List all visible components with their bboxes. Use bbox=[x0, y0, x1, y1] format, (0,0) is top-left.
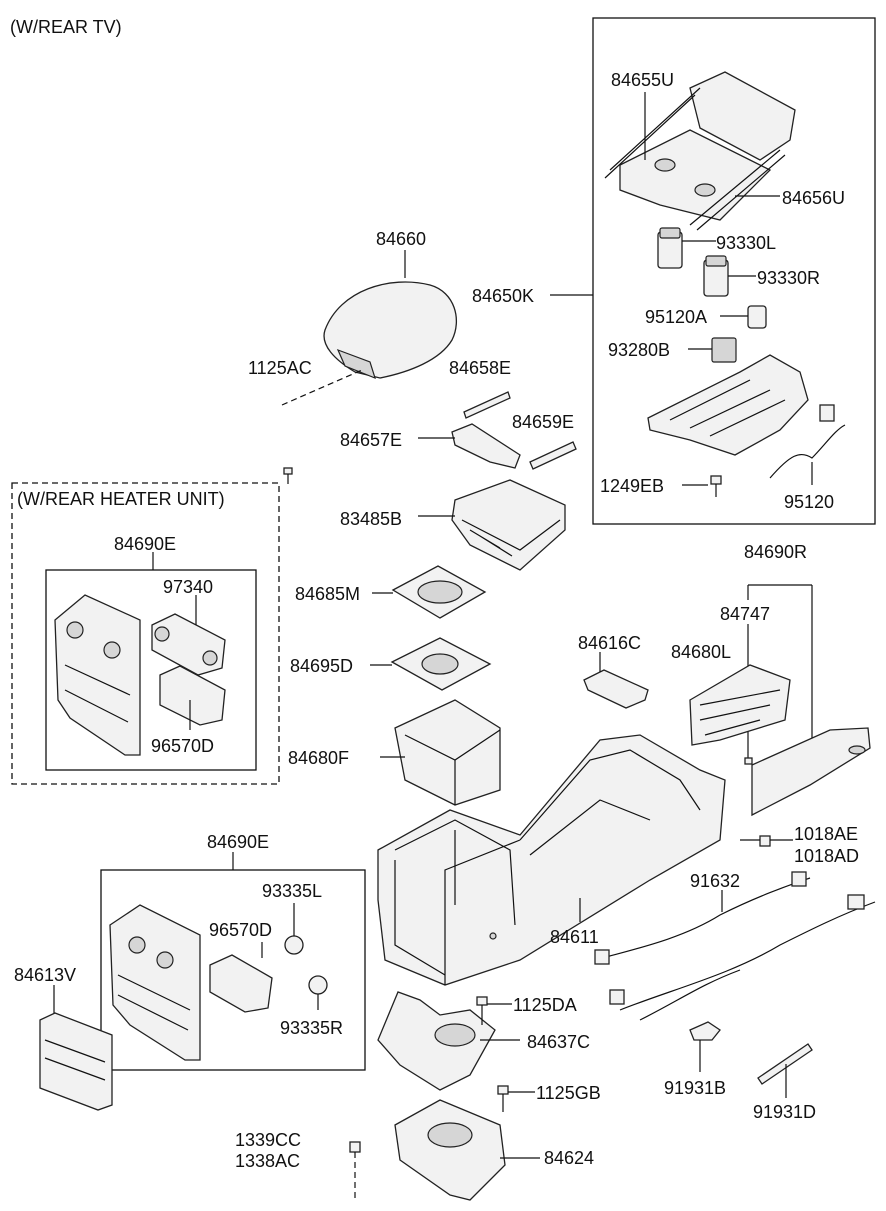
storage-box-84680F bbox=[394, 699, 501, 806]
side-trim-84690R bbox=[751, 727, 871, 817]
harness-95120-connector bbox=[819, 404, 835, 422]
dashline-1125AC bbox=[281, 369, 363, 406]
rear-tv-upper-panel bbox=[604, 71, 796, 231]
label-95120A: 95120A bbox=[645, 307, 707, 327]
label-84613V: 84613V bbox=[14, 965, 76, 985]
side-panel-84680L bbox=[689, 664, 791, 746]
label-84685M: 84685M bbox=[295, 584, 360, 604]
base-bracket-84624 bbox=[394, 1099, 506, 1201]
label-91931D: 91931D bbox=[753, 1102, 816, 1122]
strip-84659E bbox=[529, 441, 577, 470]
bolt-1125GB bbox=[497, 1085, 509, 1112]
label-95120: 95120 bbox=[784, 492, 834, 512]
label-1125AC: 1125AC bbox=[248, 358, 312, 378]
label-91632: 91632 bbox=[690, 871, 740, 891]
rear-tv-bracket bbox=[647, 354, 809, 456]
rear-heater-panel bbox=[54, 594, 141, 756]
rear-heater-dashed-box bbox=[11, 482, 280, 785]
label-93335L: 93335L bbox=[262, 881, 322, 901]
label-84637C: 84637C bbox=[527, 1032, 590, 1052]
screw-1249EB bbox=[710, 475, 722, 497]
clip-91931B bbox=[689, 1021, 721, 1041]
label-1338AC: 1338AC bbox=[235, 1151, 300, 1171]
bolt-1018AE bbox=[740, 835, 771, 847]
armrest-84660 bbox=[323, 281, 457, 380]
console-84611 bbox=[377, 734, 726, 986]
label-84690E-b: 84690E bbox=[207, 832, 269, 852]
label-84655U: 84655U bbox=[611, 70, 674, 90]
mat-84695D bbox=[390, 637, 492, 691]
control-97340 bbox=[151, 613, 226, 676]
label-84656U: 84656U bbox=[782, 188, 845, 208]
label-84680L: 84680L bbox=[671, 642, 731, 662]
label-84657E: 84657E bbox=[340, 430, 402, 450]
label-93280B: 93280B bbox=[608, 340, 670, 360]
label-84658E: 84658E bbox=[449, 358, 511, 378]
label-84624: 84624 bbox=[544, 1148, 594, 1168]
mat-84685M bbox=[391, 565, 487, 619]
label-83485B: 83485B bbox=[340, 509, 402, 529]
switch-93335R bbox=[308, 975, 328, 995]
rear-control-box bbox=[100, 869, 366, 1071]
label-84611: 84611 bbox=[550, 927, 599, 947]
label-96570D-a: 96570D bbox=[151, 736, 214, 756]
label-1125DA: 1125DA bbox=[513, 995, 577, 1015]
label-93330R: 93330R bbox=[757, 268, 820, 288]
label-96570D-b: 96570D bbox=[209, 920, 272, 940]
screw-small bbox=[283, 467, 293, 484]
label-84695D: 84695D bbox=[290, 656, 353, 676]
label-1249EB: 1249EB bbox=[600, 476, 664, 496]
label-84690R: 84690R bbox=[744, 542, 807, 562]
lid-frame-83485B bbox=[451, 479, 566, 571]
rear-tv-group-box bbox=[592, 17, 876, 525]
label-84660: 84660 bbox=[376, 229, 426, 249]
control-96570D-b bbox=[209, 954, 273, 1013]
harness-91632 bbox=[594, 871, 876, 1021]
label-84616C: 84616C bbox=[578, 633, 641, 653]
nut-1339CC bbox=[349, 1141, 361, 1153]
control-96570D-a bbox=[159, 665, 226, 726]
clip-84747 bbox=[744, 757, 753, 765]
hinge-84657E bbox=[451, 423, 521, 469]
bracket-84637C bbox=[377, 991, 496, 1091]
label-84659E: 84659E bbox=[512, 412, 574, 432]
label-84680F: 84680F bbox=[288, 748, 349, 768]
strip-84658E bbox=[463, 391, 511, 419]
switch-93335L bbox=[284, 935, 304, 955]
label-1018AD: 1018AD bbox=[794, 846, 859, 866]
bolt-1125DA bbox=[476, 996, 488, 1025]
label-1339CC: 1339CC bbox=[235, 1130, 301, 1150]
label-84690E-a: 84690E bbox=[114, 534, 176, 554]
label-1125GB: 1125GB bbox=[536, 1083, 601, 1103]
socket-95120A bbox=[747, 305, 767, 329]
header-rear-tv: (W/REAR TV) bbox=[10, 17, 122, 37]
switch-93330L bbox=[657, 227, 683, 269]
label-97340: 97340 bbox=[163, 577, 213, 597]
switch-93330R bbox=[703, 255, 729, 297]
label-93335R: 93335R bbox=[280, 1018, 343, 1038]
socket-93280B bbox=[711, 337, 737, 363]
bracket-84616C bbox=[583, 669, 649, 709]
label-84747: 84747 bbox=[720, 604, 770, 624]
clip-91931D bbox=[757, 1043, 813, 1085]
header-rear-heater: (W/REAR HEATER UNIT) bbox=[17, 489, 225, 509]
harness-95120 bbox=[769, 424, 846, 479]
cover-84613V bbox=[39, 1012, 113, 1111]
rear-control-panel bbox=[109, 904, 201, 1061]
label-1018AE: 1018AE bbox=[794, 824, 858, 844]
rear-heater-inner-box bbox=[45, 569, 257, 771]
label-91931B: 91931B bbox=[664, 1078, 726, 1098]
label-84650K: 84650K bbox=[472, 286, 534, 306]
label-93330L: 93330L bbox=[716, 233, 776, 253]
